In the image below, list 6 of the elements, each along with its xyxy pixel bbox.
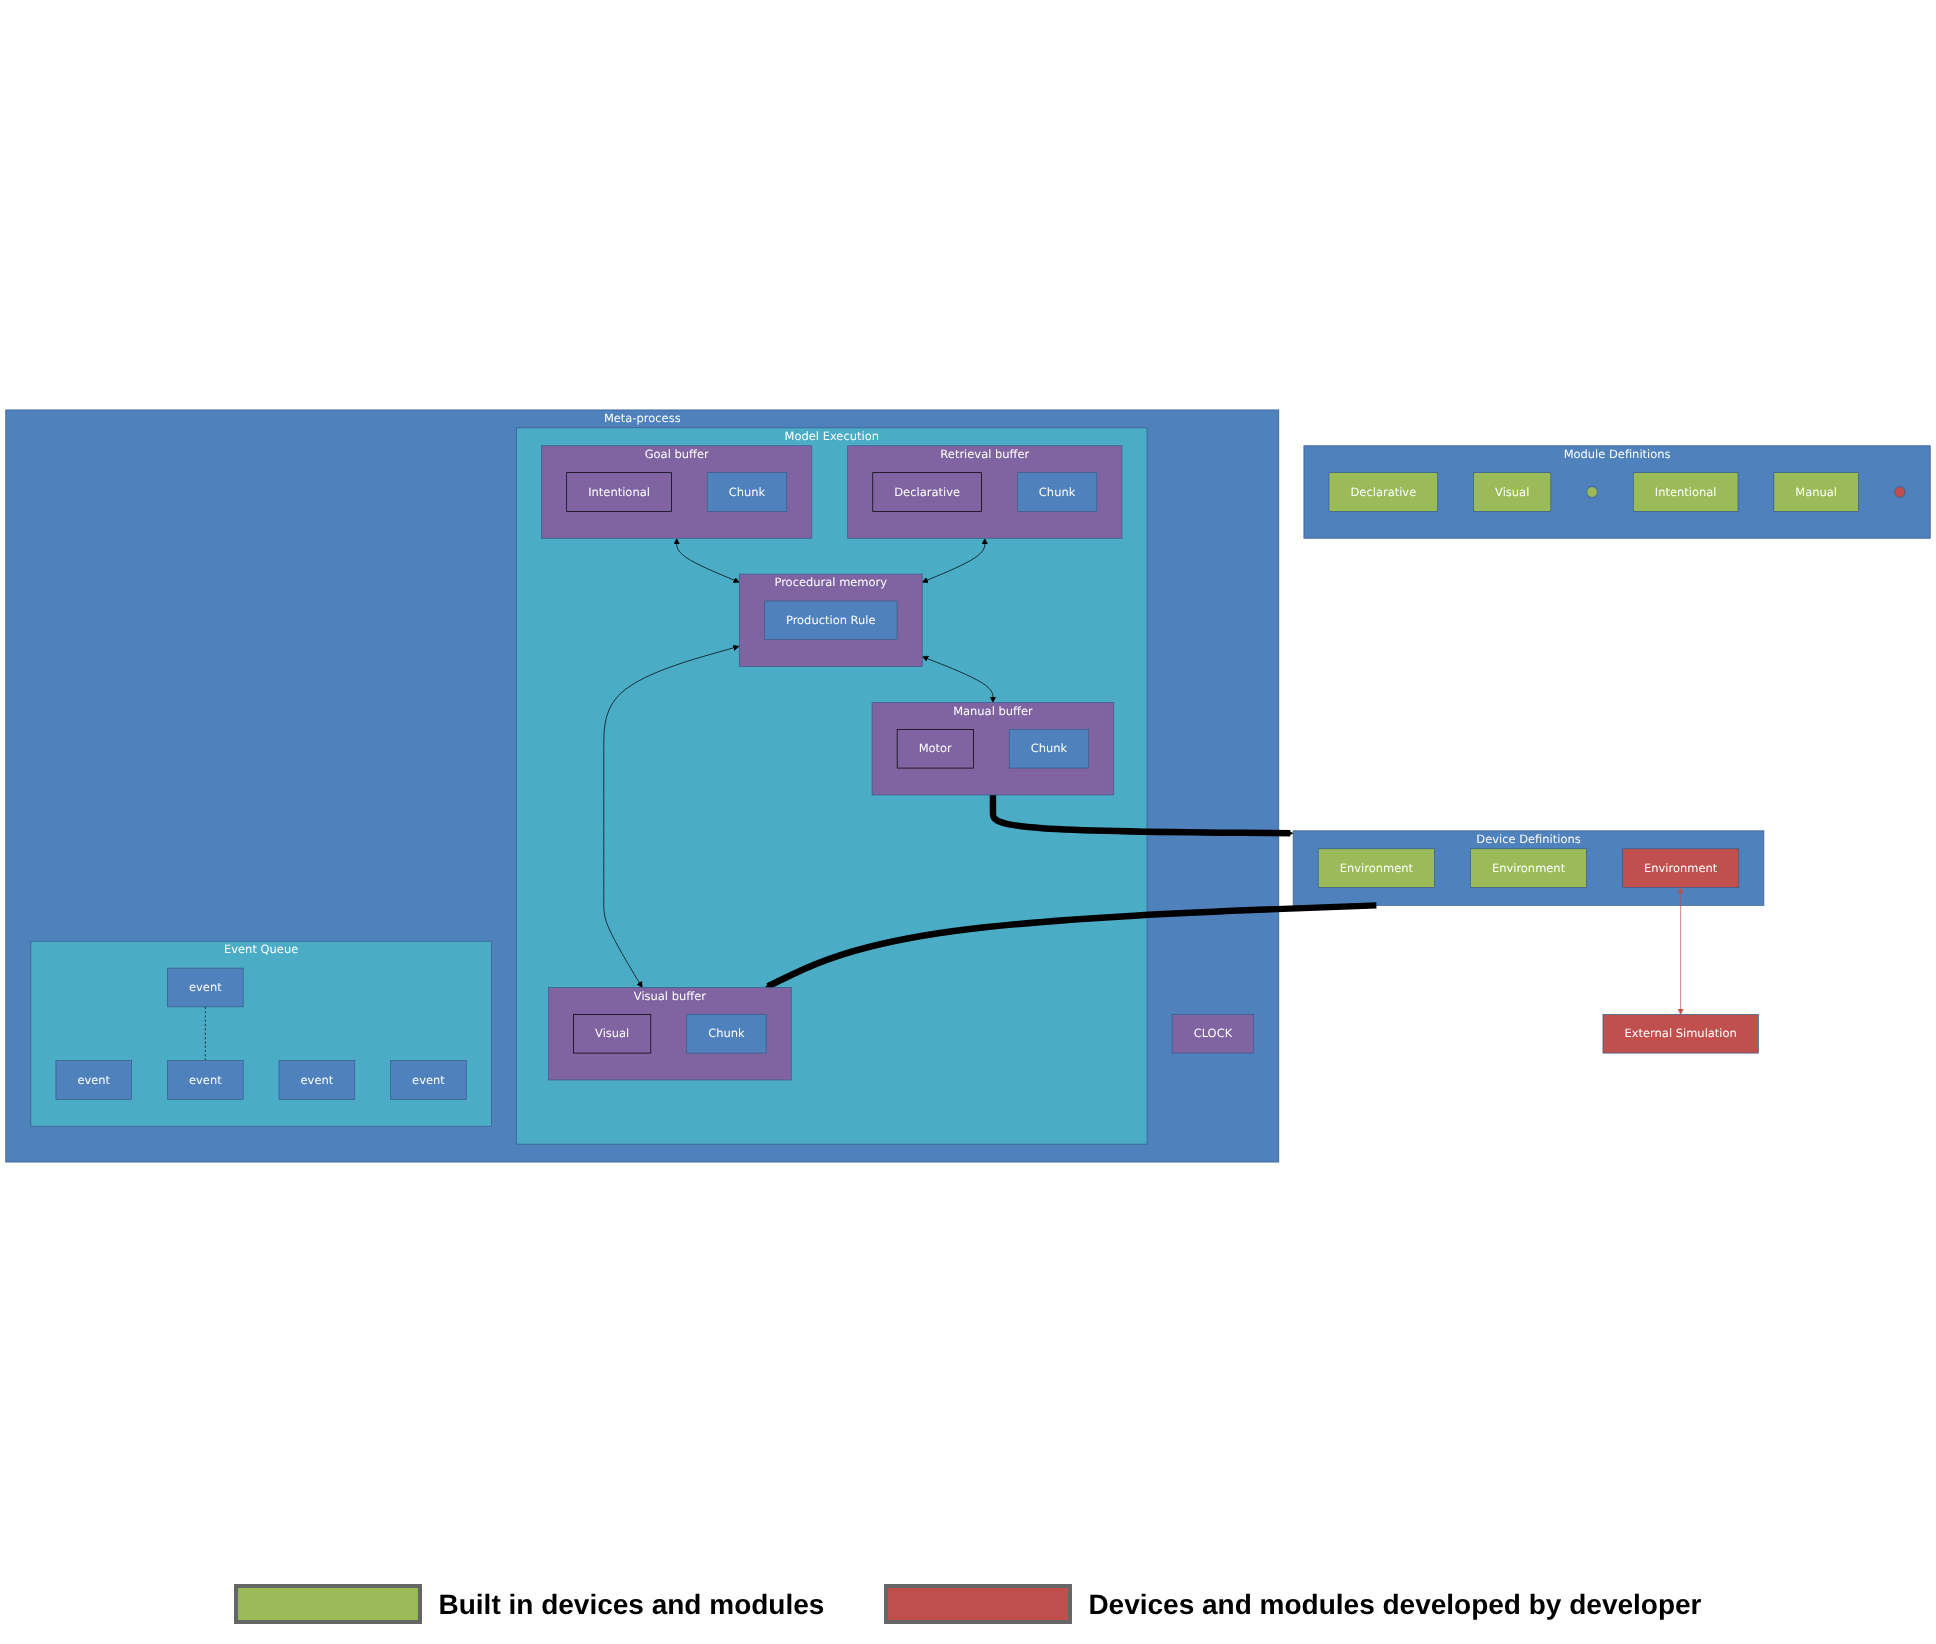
legend-text: Devices and modules developed by developer (1088, 1588, 1702, 1620)
node-ellipse (1586, 486, 1598, 498)
arrow (765, 902, 1377, 990)
node-ellipse (1894, 486, 1906, 498)
legend-text: Built in devices and modules (438, 1588, 825, 1620)
connector (205, 1006, 206, 1061)
